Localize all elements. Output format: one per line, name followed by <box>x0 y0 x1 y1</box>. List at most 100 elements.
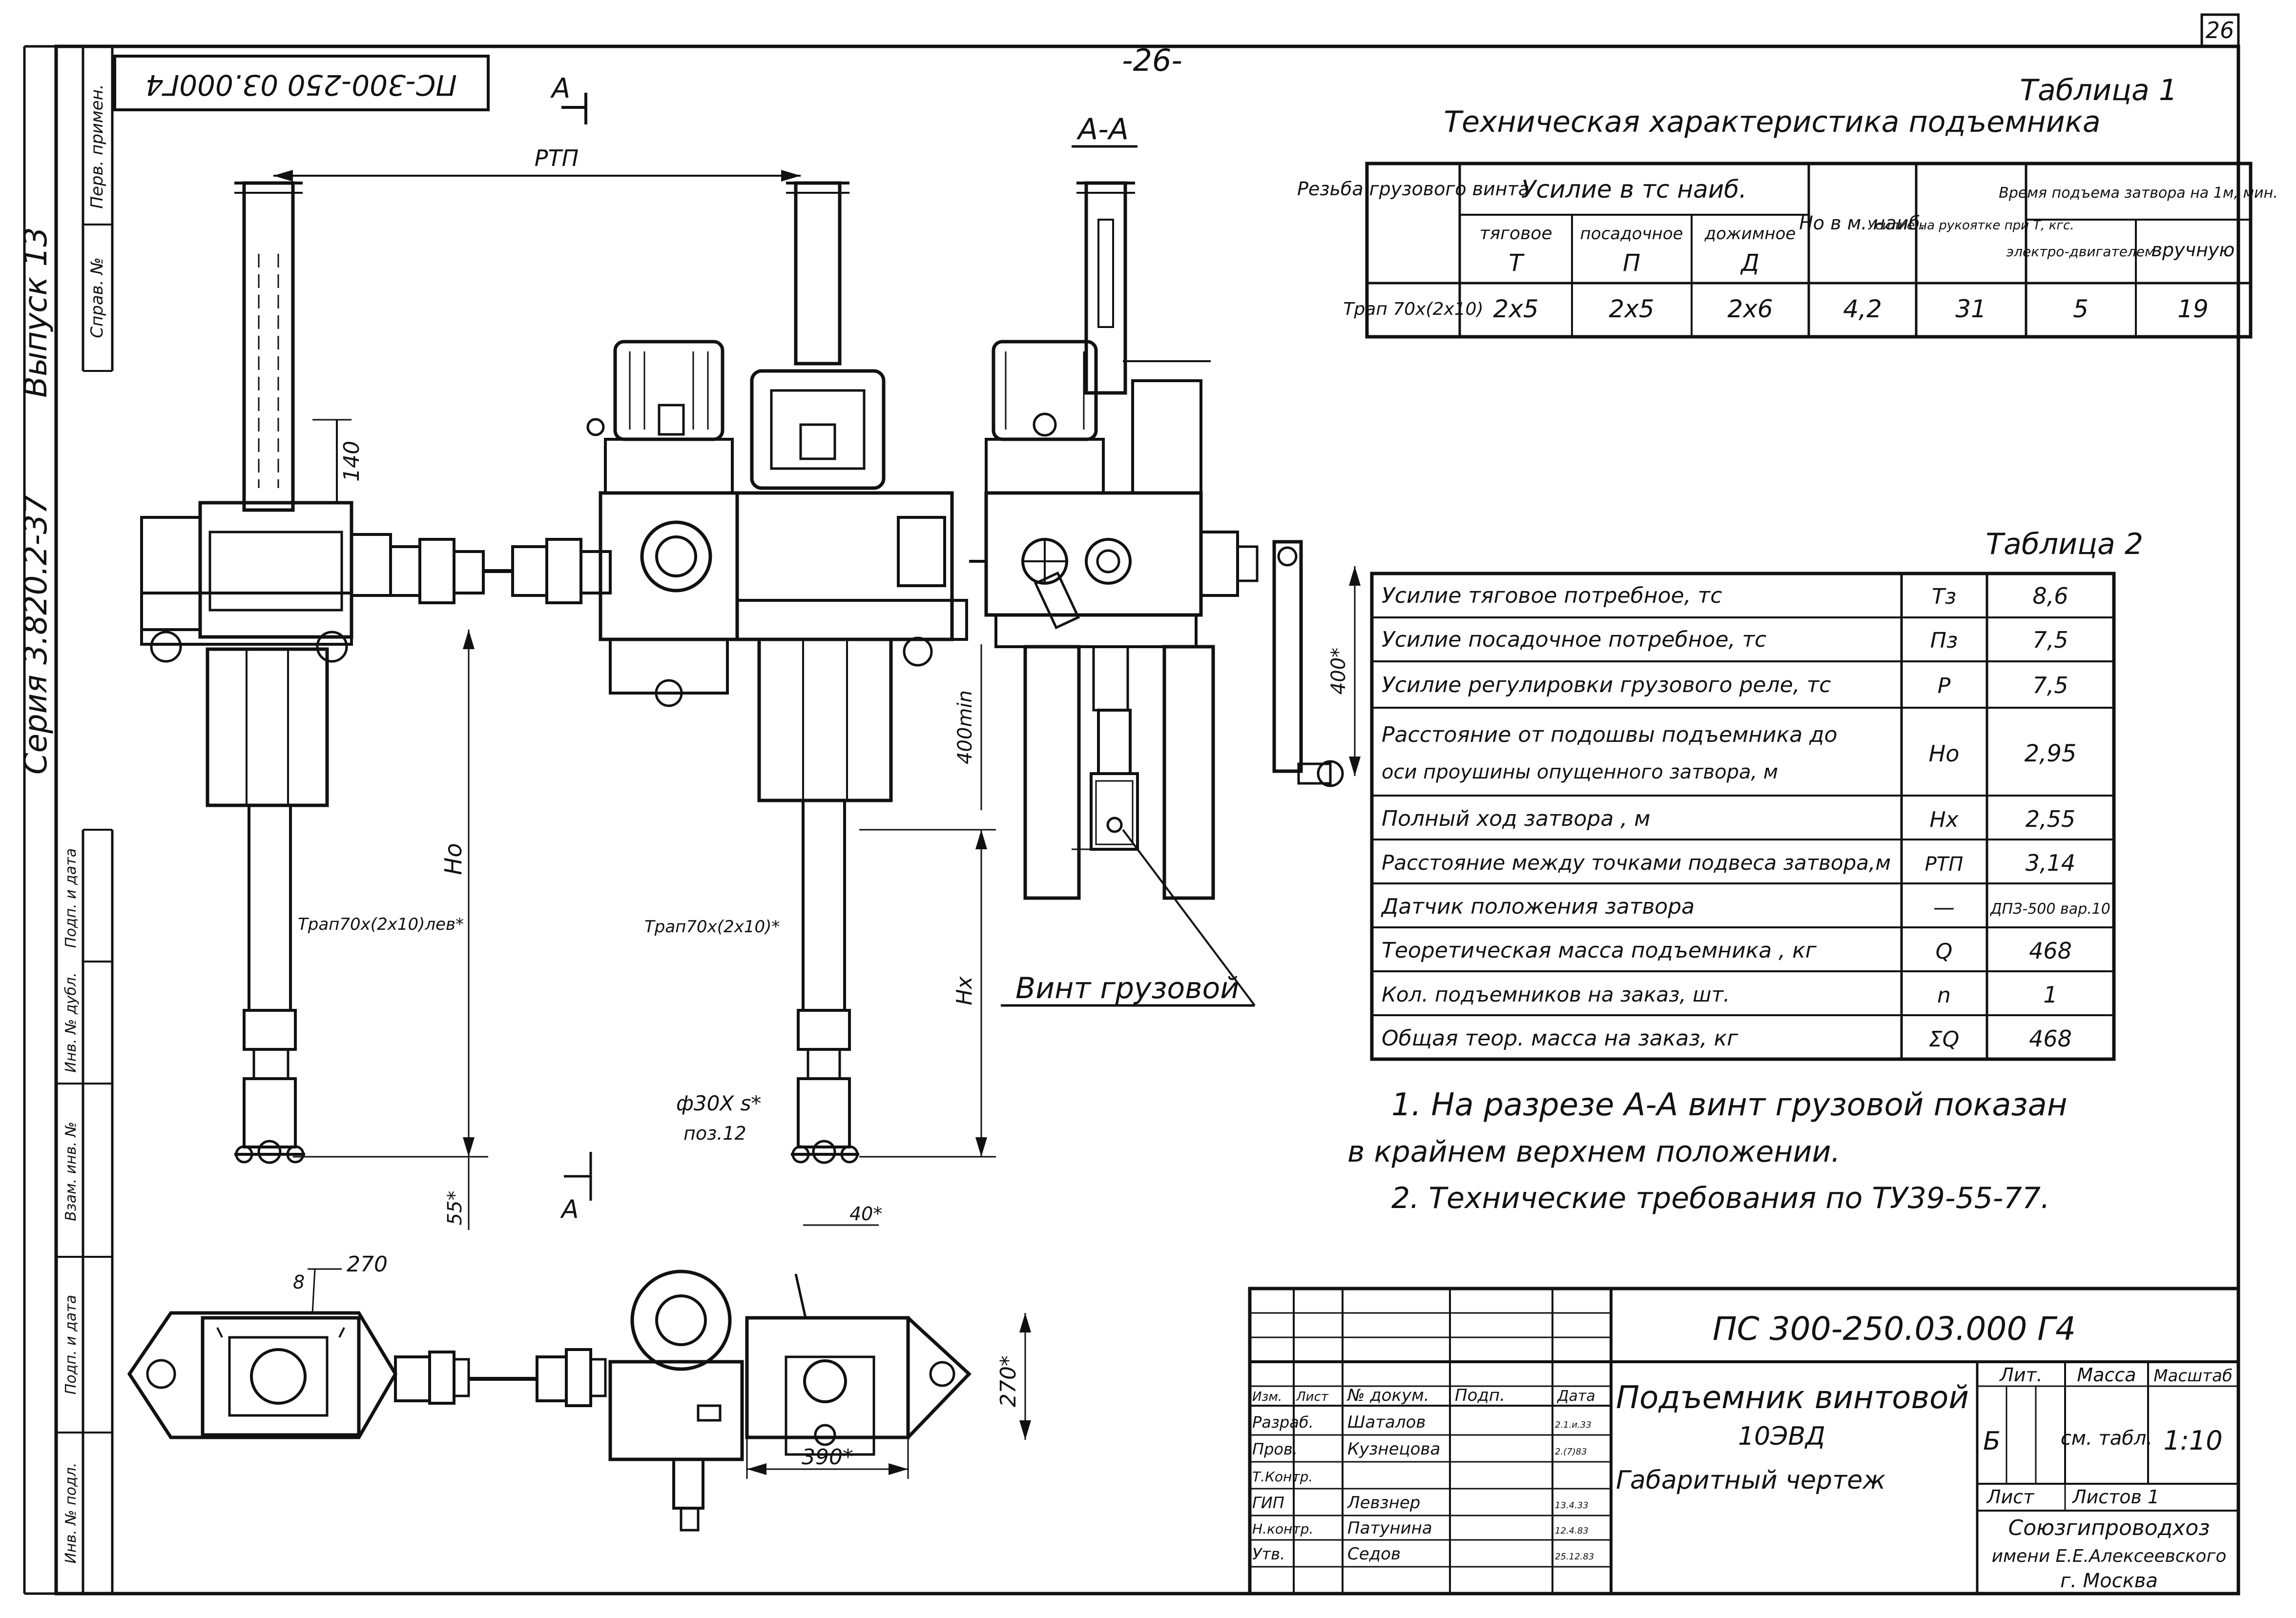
t2-val-6: ДПЗ-500 вар.10 <box>1989 901 2110 918</box>
table2-title: Таблица 2 <box>1986 527 2143 561</box>
tb-date-3: 13.4.33 <box>1555 1500 1589 1511</box>
t2-val-3: 2,95 <box>2025 740 2077 767</box>
dim-phi: ф30Х s* <box>676 1091 761 1115</box>
corner-number-box <box>2200 13 2240 48</box>
t2-param-3a: Расстояние от подошвы подъемника до <box>1382 722 1838 747</box>
tb-scale-label: Масштаб <box>2153 1366 2233 1386</box>
t2-param-9: Общая теор. масса на заказ, кг <box>1382 1026 1738 1051</box>
t1-val-pull: 2х5 <box>1493 295 1538 323</box>
dim-400min: 400min <box>954 690 976 764</box>
t1-col-press: дожимное <box>1704 224 1796 244</box>
series-label: Серия 3.820.2-37 <box>18 494 54 775</box>
t1-col-thread: Резьба грузового винта <box>1297 178 1530 200</box>
issue-label: Выпуск 13 <box>18 227 54 398</box>
t1-col-time-group: Время подъема затвора на 1м, мин. <box>1999 184 2278 202</box>
tb-mass-label: Масса <box>2077 1364 2136 1386</box>
strip-cell-1: Справ. № <box>87 257 107 338</box>
t2-val-7: 468 <box>2029 938 2072 964</box>
t2-val-5: 3,14 <box>2026 850 2075 876</box>
dim-390: 390* <box>802 1445 853 1470</box>
t2-val-1: 7,5 <box>2032 627 2068 653</box>
plan-view <box>127 1268 1031 1532</box>
t2-val-4: 2,55 <box>2026 806 2075 832</box>
section-view <box>969 181 1361 1007</box>
corner-page-number: 26 <box>2206 17 2234 43</box>
t2-sym-6: — <box>1933 895 1955 920</box>
t2-sym-7: Q <box>1936 939 1953 964</box>
tb-hdr-doc: № докум. <box>1346 1386 1429 1405</box>
tb-people: Разраб. Шаталов 2.1.и.33 Пров. Кузнецова… <box>1252 1413 1594 1564</box>
tb-scale-value: 1:10 <box>2163 1425 2222 1456</box>
tb-name-1: Подъемник винтовой <box>1616 1380 1969 1416</box>
strip-cell-3: Инв. № дубл. <box>62 972 80 1072</box>
t2-sym-4: Hх <box>1929 807 1959 832</box>
tb-org-1: Союзгипроводхоз <box>2008 1516 2210 1540</box>
section-label: А-А <box>1076 112 1129 146</box>
top-page-number: -26- <box>1122 42 1182 78</box>
t1-col-pull: тяговое <box>1480 224 1552 244</box>
t2-sym-1: Пз <box>1930 628 1958 653</box>
t1-val-handle: 31 <box>1955 295 1986 323</box>
tb-person-3: Левзнер <box>1346 1493 1420 1513</box>
tb-person-4: Патунина <box>1347 1518 1432 1538</box>
dim-8: 8 <box>293 1271 305 1293</box>
t1-val-motor: 5 <box>2073 295 2089 323</box>
t2-val-2: 7,5 <box>2032 672 2068 698</box>
dim-thread-left: Трап70х(2х10)лев* <box>298 915 464 934</box>
rotated-code-box <box>113 55 490 111</box>
tb-lit-value: Б <box>1983 1427 2001 1456</box>
t2-sym-8: n <box>1937 983 1951 1008</box>
strip-cell-0: Перв. примен. <box>87 84 107 208</box>
tb-role-1: Пров. <box>1252 1440 1298 1458</box>
tb-sheets-label: Листов 1 <box>2071 1486 2159 1508</box>
t2-val-8: 1 <box>2043 982 2057 1008</box>
tb-hdr-izm: Изм. <box>1252 1390 1282 1404</box>
t1-val-manual: 19 <box>2177 295 2209 323</box>
mark-a-top: А <box>550 73 570 104</box>
table2-grid <box>1370 572 2116 1061</box>
t2-sym-5: РТП <box>1925 853 1964 876</box>
dim-poz: поз.12 <box>683 1123 746 1144</box>
callout-screw: Винт грузовой <box>1015 971 1239 1005</box>
tb-lit-label: Лит. <box>1999 1364 2043 1386</box>
tb-date-4: 12.4.83 <box>1555 1526 1589 1536</box>
dim-thread-right: Трап70х(2х10)* <box>644 917 780 937</box>
tb-hdr-list: Лист <box>1296 1390 1329 1404</box>
dim-55: 55* <box>444 1191 466 1226</box>
note-1-line-1: 1. На разрезе А-А винт грузовой показан <box>1391 1087 2068 1123</box>
dim-140: 140 <box>339 441 364 482</box>
t1-val-press: 2х6 <box>1727 295 1773 323</box>
t2-param-8: Кол. подъемников на заказ, шт. <box>1382 983 1730 1006</box>
t2-param-1: Усилие посадочное потребное, тс <box>1382 627 1766 652</box>
tb-date-0: 2.1.и.33 <box>1555 1420 1592 1430</box>
tb-date-5: 25.12.83 <box>1555 1552 1594 1562</box>
tb-name-3: Габаритный чертеж <box>1616 1466 1885 1495</box>
t1-val-thread: Трап 70х(2х10) <box>1343 299 1483 319</box>
dim-hx: Hx <box>952 976 977 1005</box>
strip-cell-4: Взам. инв. № <box>62 1122 80 1221</box>
tb-role-4: Н.контр. <box>1252 1521 1313 1537</box>
tb-org-2: имени Е.Е.Алексеевского <box>1992 1546 2227 1566</box>
table1-grid <box>1365 162 2253 339</box>
tb-role-5: Утв. <box>1252 1545 1285 1563</box>
t2-sym-2: Р <box>1938 674 1951 698</box>
strip-cell-6: Инв. № подл. <box>62 1463 80 1564</box>
tb-person-5: Седов <box>1347 1544 1401 1564</box>
left-strip <box>23 45 114 1595</box>
t2-val-0: 8,6 <box>2032 583 2068 609</box>
table1-heading: Техническая характеристика подъемника <box>1444 105 2100 139</box>
tb-hdr-date: Дата <box>1556 1388 1595 1405</box>
dim-270-right: 270* <box>996 1355 1021 1407</box>
rotated-code-text: ПС-300-250 03.000Г4 <box>145 68 457 102</box>
dim-rtp: РТП <box>535 145 579 171</box>
table2-rows: Усилие тяговое потребное, тс Тз 8,6 Усил… <box>1381 583 2110 1052</box>
front-view <box>140 93 996 1230</box>
t2-param-2: Усилие регулировки грузового реле, тс <box>1382 673 1831 697</box>
t2-sym-9: ΣQ <box>1929 1027 1959 1052</box>
strip-cell-2: Подп. и дата <box>62 848 80 948</box>
tb-role-0: Разраб. <box>1252 1413 1314 1432</box>
strip-cell-5: Подп. и дата <box>62 1295 80 1394</box>
tb-hdr-sign: Подп. <box>1455 1386 1505 1405</box>
t1-col-press-sym: Д <box>1740 249 1759 277</box>
